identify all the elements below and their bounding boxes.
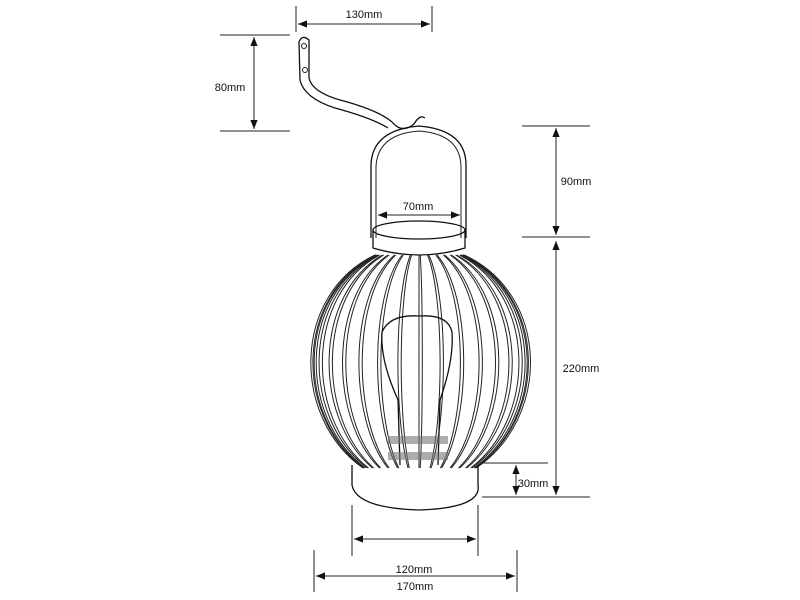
dim-top-diameter: 70mm bbox=[378, 201, 460, 219]
lantern-handle bbox=[370, 125, 467, 238]
label-80mm: 80mm bbox=[215, 82, 246, 94]
cage-wire bbox=[345, 254, 390, 469]
dim-body-diameter: 170mm bbox=[313, 550, 518, 593]
cage-wire bbox=[321, 254, 380, 469]
cage-wire bbox=[455, 254, 510, 469]
cage-wire bbox=[462, 254, 528, 469]
dim-body-height: 220mm bbox=[482, 241, 600, 498]
cage-wire bbox=[435, 254, 461, 469]
cage-wire bbox=[436, 254, 465, 469]
cage-wire bbox=[461, 254, 526, 469]
base bbox=[351, 465, 479, 511]
label-120mm: 120mm bbox=[396, 564, 433, 576]
label-220mm: 220mm bbox=[563, 363, 600, 375]
wall-bracket bbox=[298, 36, 426, 130]
lantern-cage bbox=[310, 254, 531, 469]
cage-wire bbox=[315, 254, 378, 469]
dim-bracket-width: 130mm bbox=[295, 6, 433, 32]
cage-wire bbox=[358, 254, 395, 469]
cage-wire bbox=[463, 254, 531, 469]
solar-panel bbox=[388, 436, 448, 460]
cage-wire bbox=[443, 254, 480, 469]
cage-wire bbox=[380, 254, 404, 469]
cage-wire bbox=[342, 254, 389, 469]
cage-wire bbox=[377, 254, 403, 469]
cage-wire bbox=[400, 254, 413, 469]
dim-handle-height: 90mm bbox=[522, 125, 592, 238]
cage-wire bbox=[428, 254, 444, 469]
cage-wire bbox=[456, 254, 513, 469]
cage-wire bbox=[331, 254, 384, 469]
label-130mm: 130mm bbox=[346, 9, 383, 21]
cage-wire bbox=[451, 254, 500, 469]
bulb bbox=[381, 315, 453, 466]
cage-wire bbox=[318, 254, 379, 469]
cage-wire bbox=[449, 254, 496, 469]
top-cap bbox=[372, 220, 466, 256]
label-30mm: 30mm bbox=[518, 478, 549, 490]
cage-wire bbox=[427, 254, 441, 469]
cage-wire bbox=[313, 254, 377, 469]
cage-wire bbox=[310, 254, 376, 469]
dim-base-height: 30mm bbox=[482, 462, 549, 495]
label-90mm: 90mm bbox=[561, 176, 592, 188]
cage-wire bbox=[361, 254, 397, 469]
cage-wire bbox=[419, 254, 423, 469]
cage-wire bbox=[444, 254, 483, 469]
cage-wire bbox=[459, 254, 520, 469]
label-170mm: 170mm bbox=[397, 581, 434, 593]
dim-bracket-height: 80mm bbox=[215, 34, 290, 132]
cage-wire bbox=[312, 254, 377, 469]
label-70mm: 70mm bbox=[403, 201, 434, 213]
cage-wire bbox=[397, 254, 411, 469]
cage-wire bbox=[460, 254, 523, 469]
dim-base-diameter: 120mm bbox=[351, 505, 479, 576]
cage-wire bbox=[328, 254, 383, 469]
